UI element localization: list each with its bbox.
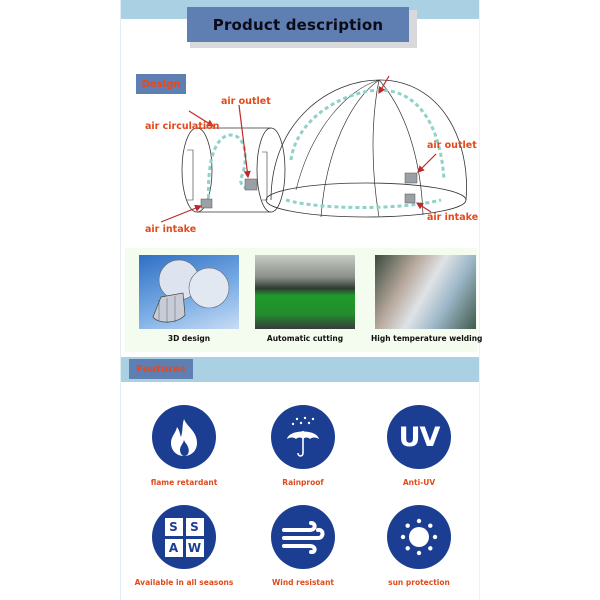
feature-label: Anti-UV [402, 478, 436, 487]
feature-label: flame retardant [150, 478, 218, 487]
air-circulation-diagram: air outlet air circulation air intake ai… [121, 60, 479, 245]
design-badge-label: Design [141, 78, 181, 90]
welding-image [375, 255, 476, 329]
sun-icon [387, 505, 451, 569]
title-banner: Product description [187, 7, 409, 42]
design-badge: Design [136, 74, 186, 94]
page-title: Product description [212, 15, 384, 34]
product-description-page: Product description Design [120, 0, 483, 600]
label-air-intake-left: air intake [145, 224, 197, 235]
feature-label: Wind resistant [271, 578, 335, 587]
feature-all-seasons: S S A W Available in all seasons [129, 505, 239, 587]
feature-label: Rainproof [282, 478, 324, 487]
wind-icon [271, 505, 335, 569]
automatic-cutting-image [255, 255, 355, 329]
features-badge: Features [129, 359, 193, 379]
caption-3d-design: 3D design [167, 334, 211, 343]
seasons-icon: S S A W [152, 505, 216, 569]
3d-model-icon [152, 259, 230, 323]
caption-automatic-cutting: Automatic cutting [266, 334, 344, 343]
label-air-circulation: air circulation [145, 121, 220, 132]
umbrella-rain-icon [271, 405, 335, 469]
feature-label: sun protection [388, 578, 450, 587]
feature-rainproof: Rainproof [248, 405, 358, 487]
feature-label: Available in all seasons [134, 578, 234, 587]
feature-anti-uv: UV Anti-UV [364, 405, 474, 487]
label-air-outlet-right: air outlet [427, 140, 477, 151]
process-photos-row: 3D design Automatic cutting High tempera… [125, 248, 483, 352]
feature-flame-retardant: flame retardant [129, 405, 239, 487]
caption-high-temperature-welding: High temperature welding [371, 334, 483, 343]
label-air-intake-right: air intake [427, 212, 479, 223]
label-air-outlet-left: air outlet [221, 96, 271, 107]
3d-design-image [139, 255, 239, 329]
flame-icon [152, 405, 216, 469]
feature-wind-resistant: Wind resistant [248, 505, 358, 587]
features-badge-label: Features [136, 363, 186, 375]
uv-icon: UV [387, 405, 451, 469]
feature-sun-protection: sun protection [364, 505, 474, 587]
dome-diagram-icon [160, 75, 467, 223]
